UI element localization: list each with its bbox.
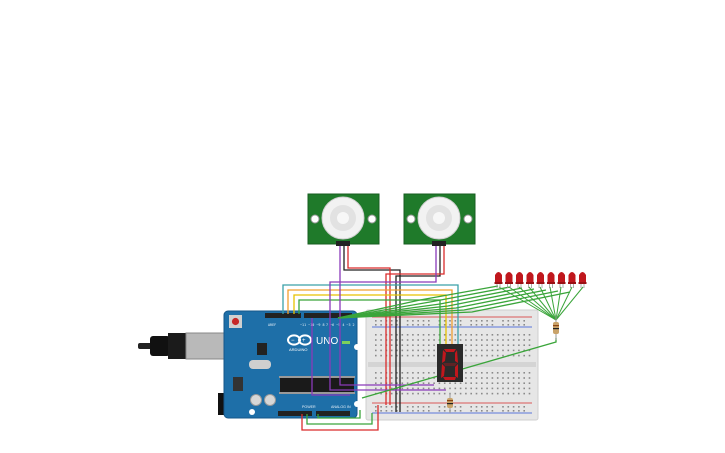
board-model-label: UNO [316, 336, 338, 347]
led[interactable] [578, 272, 587, 288]
led[interactable] [526, 272, 534, 288]
analog-header [316, 411, 350, 416]
power-header-label: POWER [302, 405, 316, 409]
digital-header-right [304, 313, 352, 318]
led[interactable] [505, 272, 513, 288]
arduino-logo: − + [287, 334, 312, 346]
led-bank [494, 272, 587, 288]
atmega-chip [280, 378, 354, 392]
led[interactable] [547, 272, 555, 288]
svg-text:+: + [302, 338, 306, 344]
pir-sensor-1[interactable] [307, 193, 380, 246]
power-header [278, 411, 312, 416]
analog-header-label: ANALOG IN [331, 405, 351, 409]
breadboard-resistor[interactable] [447, 393, 453, 413]
svg-text:AREF: AREF [268, 323, 276, 327]
led[interactable] [536, 272, 545, 288]
digital-header-left [265, 313, 301, 318]
led[interactable] [494, 272, 503, 288]
led[interactable] [568, 272, 576, 288]
svg-text:−: − [291, 338, 295, 344]
seven-segment-display[interactable]: 8 [437, 344, 463, 382]
led[interactable] [515, 272, 524, 288]
wires [282, 246, 584, 431]
board-brand-label: ARDUINO [289, 347, 307, 352]
arduino-uno-board[interactable]: AREF ~11 ~10 ~9 8 7 ~6 ~5 4 ~3 2 − + UNO… [138, 310, 360, 419]
pir-sensor-2[interactable] [403, 193, 476, 246]
led-resistor[interactable] [553, 316, 559, 340]
led[interactable] [557, 272, 566, 288]
